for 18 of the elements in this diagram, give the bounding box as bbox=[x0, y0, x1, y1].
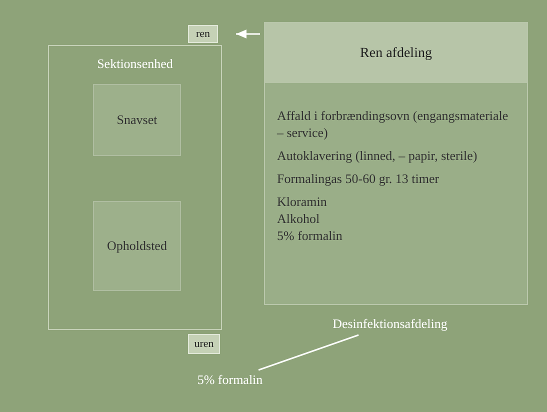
list-item: Autoklavering (linned, – papir, sterile) bbox=[277, 147, 478, 164]
arrow bbox=[236, 30, 260, 38]
room-box: Snavset bbox=[93, 84, 181, 156]
tag-box: uren bbox=[188, 334, 220, 354]
panel-header: Ren afdeling bbox=[265, 23, 527, 83]
list-item: Formalingas 50-60 gr. 13 timer bbox=[277, 170, 440, 187]
list-item: Kloramin bbox=[277, 193, 328, 210]
list-item: 5% formalin bbox=[277, 227, 344, 244]
info-panel bbox=[264, 22, 528, 305]
connector-line bbox=[258, 334, 359, 371]
group-box bbox=[48, 45, 222, 330]
group-title: Sektionsenhed bbox=[96, 55, 174, 73]
tag-box: ren bbox=[188, 25, 218, 43]
text-label: Desinfektionsafdeling bbox=[300, 313, 480, 335]
list-item: Affald i forbrændingsovn (engangsmateriale – service) bbox=[277, 107, 510, 141]
list-item: Alkohol bbox=[277, 210, 321, 227]
room-box: Opholdsted bbox=[93, 201, 181, 291]
text-label: 5% formalin bbox=[180, 370, 280, 390]
